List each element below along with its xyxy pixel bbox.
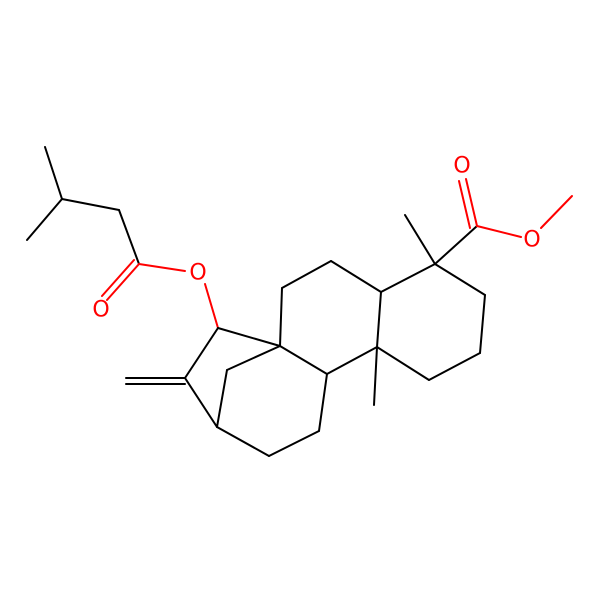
- bond-oxygen-to-ring: [204, 283, 219, 329]
- bond-acyl-alpha: [118, 209, 140, 265]
- bond-acyl-carbonyl-b: [101, 259, 135, 297]
- bond-ring-c5-c6: [268, 430, 320, 457]
- bond-c15-c11: [376, 346, 430, 381]
- bond-ring-c7-quaternary: [279, 345, 328, 375]
- bond-ring-c6-c7: [318, 373, 328, 432]
- bond-c9-c10: [330, 260, 382, 293]
- bond-ring-c3-c5: [216, 426, 270, 457]
- bond-isobutyl-methyl-left: [26, 198, 63, 241]
- bond-c11-c7: [326, 346, 378, 375]
- bond-ring-c1-c2: [184, 327, 219, 379]
- bond-ester-carbonyl-b: [458, 180, 471, 229]
- bond-c10-c12: [380, 263, 436, 293]
- acyl-carbonyl-oxygen-label: O: [92, 298, 109, 323]
- bond-c12-c13: [434, 263, 486, 296]
- bond-ring-c1-quaternary: [217, 327, 281, 347]
- acyl-single-oxygen-label: O: [189, 261, 206, 286]
- bond-ester-o-methyl: [540, 195, 573, 229]
- ester-carbonyl-oxygen-label: O: [453, 154, 470, 179]
- bond-isobutyl-ch: [61, 198, 120, 211]
- bond-c12-ester-carbon: [434, 225, 478, 265]
- bond-layer: [26, 146, 573, 457]
- bond-quaternary-c8: [279, 287, 283, 347]
- bond-ring-c2-c3: [184, 377, 218, 428]
- bond-c12-methyl: [404, 214, 436, 265]
- bond-c13-c14: [479, 294, 486, 354]
- bond-ester-carbonyl-a: [465, 178, 478, 227]
- bond-acyl-carbonyl-a: [106, 263, 140, 301]
- ester-single-oxygen-label: O: [523, 228, 540, 253]
- bond-c8-c9: [281, 260, 332, 289]
- bond-c11-methyl: [373, 346, 378, 406]
- bond-c10-c11: [376, 291, 382, 348]
- bond-ring-c4-quaternary: [226, 345, 281, 371]
- bond-ring-c3-c4: [216, 369, 228, 428]
- bond-isobutyl-methyl-top: [44, 146, 63, 200]
- bond-c14-c15: [428, 352, 481, 381]
- atom-label-layer: O O O O: [92, 154, 540, 323]
- bond-acyl-o-single: [138, 263, 186, 272]
- bond-ester-o-single: [476, 225, 522, 238]
